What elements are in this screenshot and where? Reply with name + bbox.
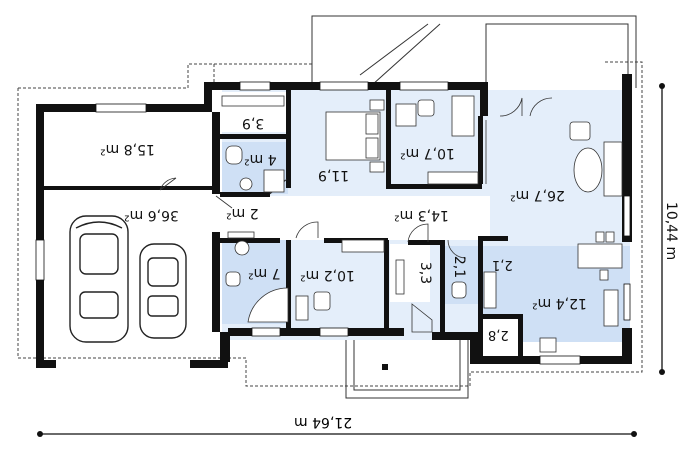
- room-area-label: 3,3: [417, 261, 434, 285]
- dimension-end-left: [37, 431, 43, 437]
- terrace-outline-2: [485, 23, 629, 105]
- room-area-label: 2,1: [451, 255, 468, 279]
- depth-dimension-label: 10,44 m: [663, 201, 680, 261]
- room-area-label: 7 m²: [248, 265, 281, 281]
- hall-fill-2: [288, 196, 488, 240]
- room-area-label: 2,8: [488, 327, 509, 342]
- roof-outline: [17, 61, 643, 387]
- dimension-end-bottom: [659, 369, 665, 375]
- room-area-label: 10,2 m²: [300, 267, 355, 283]
- terrace-diagonal: [359, 23, 429, 76]
- terrace-diagonal-2: [371, 23, 441, 86]
- terrace-outline: [311, 15, 637, 88]
- radiator: [395, 259, 405, 295]
- storage-fill-2: [390, 244, 430, 302]
- room-area-label: 2 m²: [226, 205, 259, 221]
- room-area-label: 11,9: [318, 167, 350, 183]
- car-small: [139, 243, 187, 339]
- room-area-label: 10,7 m²: [400, 145, 455, 161]
- garage-door: [56, 360, 190, 368]
- room-area-label: 3,9: [242, 115, 265, 131]
- room-area-label: 36,6 m²: [124, 207, 179, 223]
- porch-post: [382, 364, 388, 370]
- furniture: [221, 95, 623, 353]
- porch-outline-2: [353, 340, 461, 391]
- doors: [159, 97, 553, 333]
- room-area-label: 4 m²: [244, 151, 277, 167]
- width-dimension-label: 21,64 m: [294, 414, 353, 430]
- room-area-label: 14,3 m²: [394, 207, 449, 223]
- room-area-label: 2,1: [492, 257, 513, 272]
- dimension-end-right: [631, 431, 637, 437]
- car-large: [69, 215, 129, 343]
- room-area-label: 26,7 m²: [510, 187, 565, 203]
- room-area-label: 12,4 m²: [532, 295, 587, 311]
- storage-fill: [482, 318, 522, 344]
- room-area-label: 15,8 m²: [100, 141, 155, 157]
- roof-outline-top: [187, 63, 215, 88]
- porch-outline: [345, 340, 469, 399]
- windows: [35, 81, 631, 365]
- dimension-end-top: [659, 83, 665, 89]
